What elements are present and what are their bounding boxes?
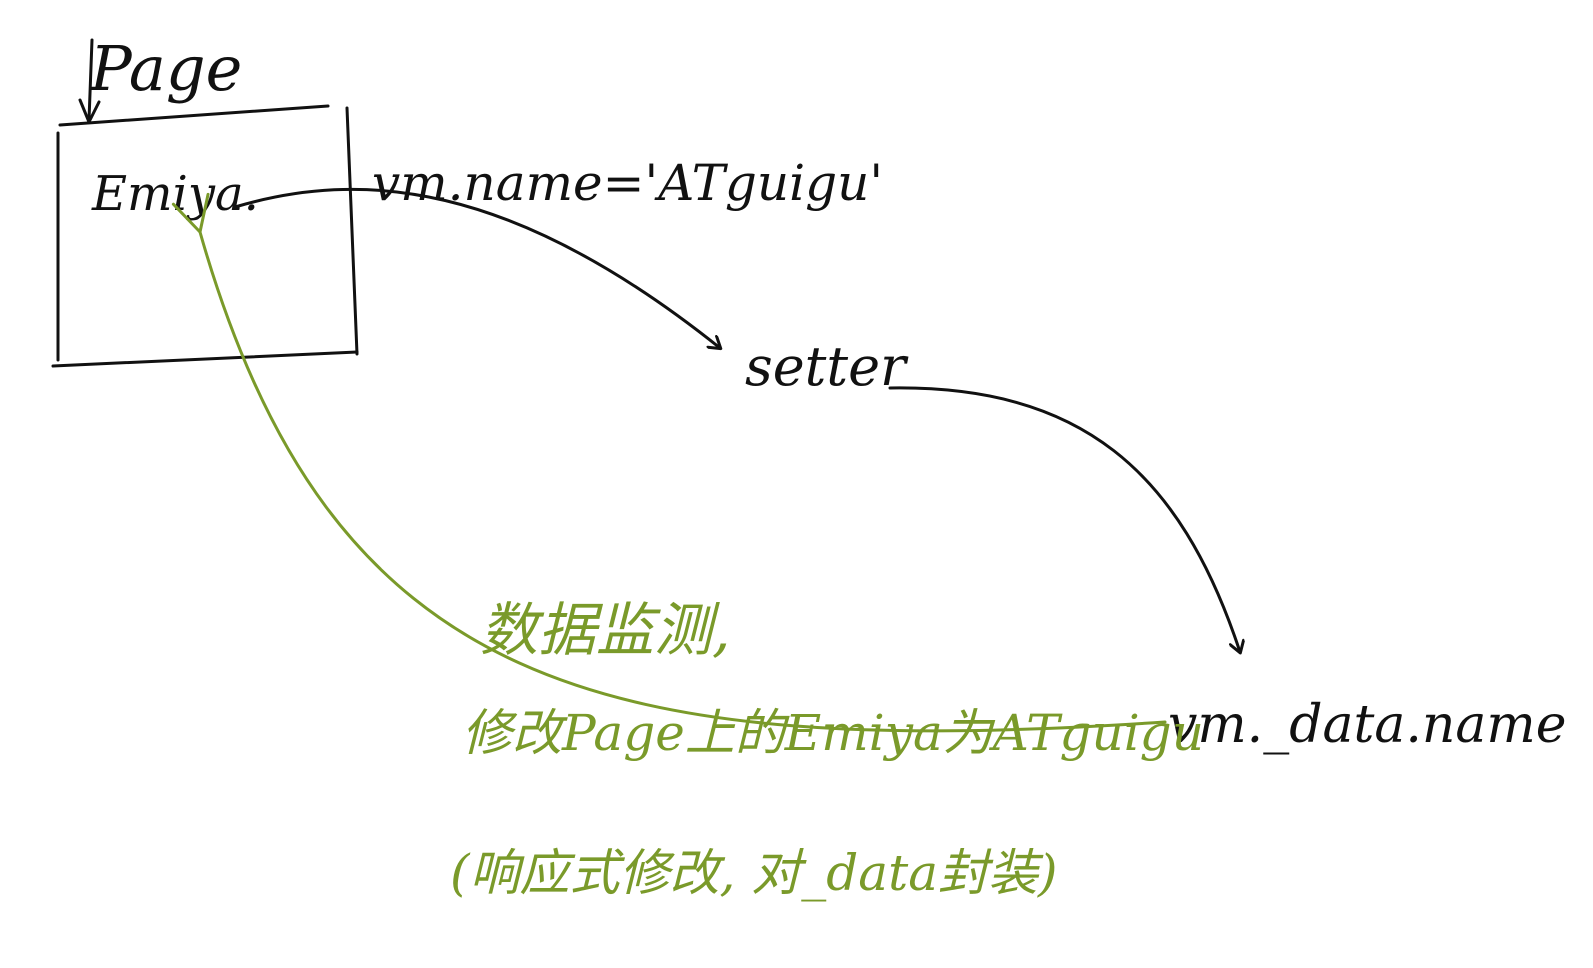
emiya-text: Emiya. [91,166,259,222]
annotation-line-1: 数据监测, [480,596,730,664]
annotation-line-3: (响应式修改, 对_data封装) [450,844,1058,902]
data-name-label: vm._data.name [1168,695,1567,755]
arrow-emiya-to-setter [233,187,720,348]
annotation-line-2: 修改Page上的Emiya为ATguigu [462,704,1204,762]
assignment-label: vm.name='ATguigu' [372,154,883,212]
page-arrow [78,38,101,124]
arrow-data-to-page [171,192,1167,733]
setter-label: setter [745,335,909,398]
page-box [51,104,359,368]
page-label: Page [89,32,242,105]
arrow-setter-to-data [888,386,1240,652]
